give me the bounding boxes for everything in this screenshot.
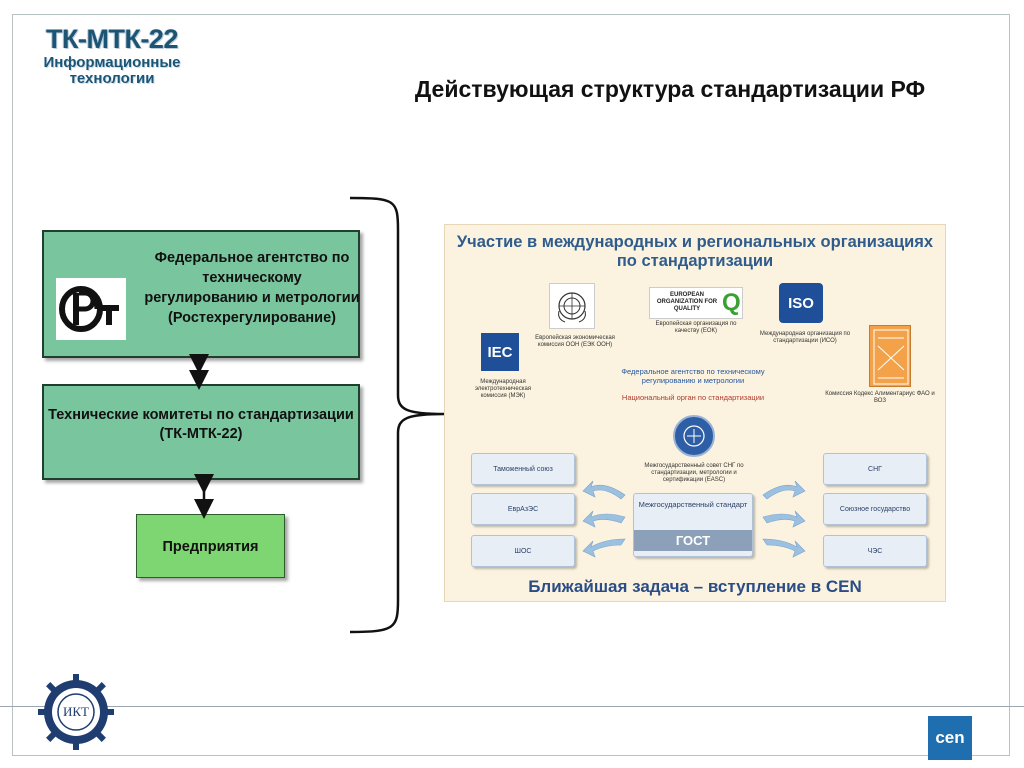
cen-label: cen [935, 728, 965, 747]
codex-caption: Комиссия Кодекс Алиментариус ФАО и ВОЗ [825, 391, 935, 404]
arrow-to-union-state [762, 510, 806, 528]
iso-logo: ISO [779, 283, 823, 323]
gost-r-logo-icon [59, 286, 119, 332]
codex-book-icon [873, 329, 909, 385]
eoq-logo-text: EUROPEAN ORGANIZATION FOR QUALITY [656, 292, 718, 312]
org-box-customs-union: Таможенный союз [471, 453, 575, 485]
un-emblem-icon [558, 292, 586, 323]
panel-title: Участие в международных и региональных о… [456, 233, 934, 270]
iso-label: ISO [788, 294, 814, 312]
iec-label: IEC [487, 343, 513, 361]
agency-text: Федеральное агентство по техническому ре… [144, 250, 360, 326]
footer-divider [0, 706, 1024, 707]
panel-arrows [582, 480, 806, 558]
easc-emblem-icon [683, 425, 705, 447]
arrow-to-bsec [762, 538, 806, 558]
panel-bottom-note: Ближайшая задача – вступление в CEN [528, 577, 862, 596]
easc-logo [673, 415, 715, 457]
easc-caption: Межгосударственный совет СНГ по стандарт… [644, 463, 744, 483]
iec-caption: Международная электротехническая комисси… [474, 379, 532, 399]
logo-subtitle-2: технологии [69, 70, 155, 87]
curly-brace [349, 196, 445, 634]
un-caption: Европейская экономическая комиссия ООН (… [535, 335, 615, 348]
arrow-to-cis [762, 480, 806, 500]
tech-committees-box: Технические комитеты по стандартизации (… [42, 384, 360, 480]
enterprises-text: Предприятия [162, 539, 259, 555]
logo-subtitle-1: Информационные [43, 54, 181, 71]
tech-committees-text: Технические комитеты по стандартизации (… [48, 407, 354, 442]
org-box-cis: СНГ [823, 453, 927, 485]
panel-national-body: Национальный орган по стандартизации [621, 393, 765, 402]
un-logo [549, 283, 595, 329]
cen-logo: cen [928, 716, 972, 760]
gost-box: Межгосударственный стандарт ГОСТ [633, 493, 753, 557]
gost-box-label: ГОСТ [634, 530, 752, 551]
org-box-eurasec: ЕврАзЭС [471, 493, 575, 525]
eoq-q-icon: Q [722, 289, 741, 316]
panel-federal-agency: Федеральное агентство по техническому ре… [621, 367, 765, 385]
page-title: Действующая структура стандартизации РФ [414, 76, 926, 102]
eoq-caption: Европейская организация по качеству (ЕОК… [655, 321, 737, 334]
arrow-to-eurasec [582, 510, 626, 528]
codex-logo [869, 325, 911, 387]
international-panel: Участие в международных и региональных о… [444, 224, 946, 602]
org-box-union-state: Союзное государство [823, 493, 927, 525]
tk-mtk-logo: ТК-МТК-22 Информационные технологии [22, 24, 202, 86]
ikt-logo: ИКТ [38, 674, 114, 750]
arrow-to-customs [582, 480, 626, 500]
ikt-gear-icon [38, 674, 114, 750]
ikt-label: ИКТ [63, 704, 89, 719]
arrow-to-sco [582, 538, 626, 558]
slide-frame [12, 14, 1010, 756]
logo-title: ТК-МТК-22 [46, 24, 178, 54]
org-box-bsec: ЧЭС [823, 535, 927, 567]
iec-logo: IEC [481, 333, 519, 371]
gost-r-logo [56, 278, 126, 340]
agency-box: Федеральное агентство по техническому ре… [42, 230, 360, 358]
eoq-logo: EUROPEAN ORGANIZATION FOR QUALITY Q [649, 287, 743, 319]
gost-box-caption: Межгосударственный стандарт [638, 500, 748, 509]
org-box-sco: ШОС [471, 535, 575, 567]
iso-caption: Международная организация по стандартиза… [759, 331, 851, 344]
enterprises-box: Предприятия [136, 514, 285, 578]
